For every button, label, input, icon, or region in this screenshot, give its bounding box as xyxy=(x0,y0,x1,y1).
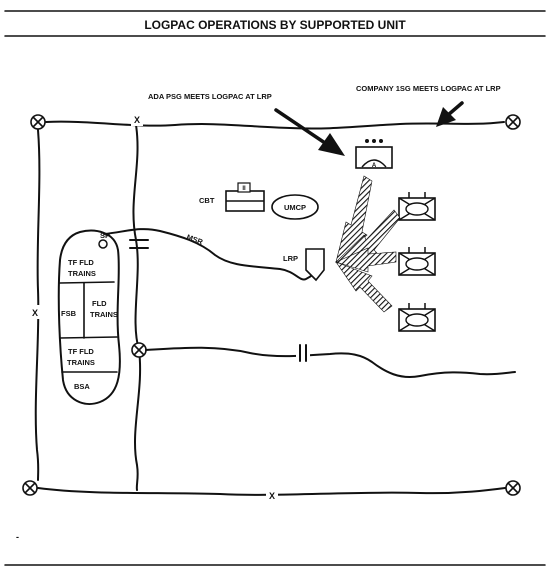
middle-boundary-line xyxy=(132,124,142,491)
armor-company-icon xyxy=(398,192,436,221)
cbt-label: CBT xyxy=(199,196,215,205)
trains-area-outline xyxy=(57,229,121,405)
tf-fld-trains-top-line1: TF FLD xyxy=(68,258,94,267)
air-defense-unit-icon xyxy=(355,139,393,169)
armor-company-icon xyxy=(398,303,436,332)
ada-callout: ADA PSG MEETS LOGPAC AT LRP xyxy=(148,92,272,101)
cbt-echelon-mark: II xyxy=(242,186,246,192)
ada-callout-arrow xyxy=(274,108,345,156)
fsb-label: FSB xyxy=(61,309,77,318)
page-title: LOGPAC OPERATIONS BY SUPPORTED UNIT xyxy=(144,18,406,32)
msr-label: MSR xyxy=(185,232,204,246)
circle-x-icon xyxy=(505,480,521,496)
umcp-label: UMCP xyxy=(284,203,306,212)
tf-fld-trains-low-line2: TRAINS xyxy=(67,358,95,367)
tf-fld-trains-low-line1: TF FLD xyxy=(68,347,94,356)
ada-branch-mark: A xyxy=(372,163,377,169)
logistics-release-point-icon xyxy=(305,248,325,282)
boundary-x-label-top: X xyxy=(134,115,140,125)
tf-fld-trains-top-line2: TRAINS xyxy=(68,269,96,278)
movement-arrow xyxy=(335,261,393,313)
top-boundary-line xyxy=(45,120,505,130)
fld-trains-line2: TRAINS xyxy=(90,310,118,319)
circle-x-icon xyxy=(505,114,521,130)
circle-x-icon xyxy=(22,480,38,496)
bsa-label: BSA xyxy=(74,382,90,391)
boundary-x-label-left: X xyxy=(32,308,38,318)
trains-divider xyxy=(59,281,115,284)
phase-line xyxy=(145,346,516,378)
boundary-x-label-bottom: X xyxy=(269,491,275,501)
sp-marker xyxy=(98,239,108,249)
bottom-boundary-line xyxy=(37,487,506,496)
movement-arrow xyxy=(335,247,397,273)
fld-trains-line1: FLD xyxy=(92,299,107,308)
armor-company-icon xyxy=(398,247,436,276)
lrp-label: LRP xyxy=(283,254,298,263)
circle-x-icon xyxy=(30,114,46,130)
company-callout-arrow xyxy=(436,101,464,127)
circle-x-icon xyxy=(131,342,147,358)
left-boundary-line xyxy=(34,129,41,481)
cbt-unit-symbol xyxy=(225,182,265,212)
movement-arrow xyxy=(335,175,373,263)
sp-label: SP xyxy=(100,231,110,240)
umcp-oval xyxy=(271,194,319,220)
msr-route xyxy=(103,228,317,281)
trains-divider xyxy=(59,336,118,339)
footer-mark: - xyxy=(16,532,19,542)
company-callout: COMPANY 1SG MEETS LOGPAC AT LRP xyxy=(356,84,501,93)
